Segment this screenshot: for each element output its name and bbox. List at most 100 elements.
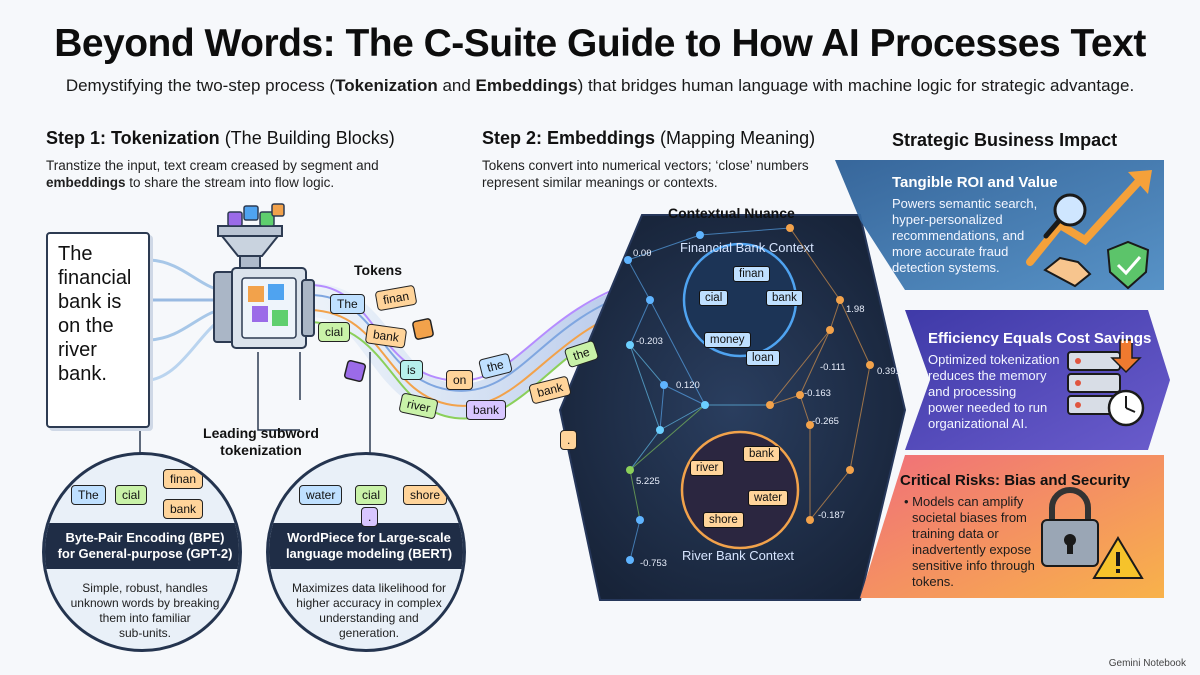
- step1-heading-light: (The Building Blocks): [219, 128, 395, 148]
- step2-desc-line: represent similar meanings or contexts.: [482, 175, 718, 190]
- vector-value: -0.753: [640, 558, 667, 569]
- page-subtitle: Demystifying the two-step process (Token…: [0, 76, 1200, 96]
- risks-title: Critical Risks: Bias and Security: [900, 472, 1131, 489]
- network-edge: [849, 364, 871, 471]
- bpe-description: Simple, robust, handles unknown words by…: [65, 581, 225, 641]
- network-node: [656, 426, 664, 434]
- vector-value: -0.203: [636, 336, 663, 347]
- wordpiece-desc-line: Maximizes data likelihood for: [291, 581, 447, 595]
- token-chip: bank: [466, 400, 507, 420]
- network-node: [624, 256, 632, 264]
- subtitle-text: ) that bridges human language with machi…: [577, 76, 1135, 95]
- handshake-icon: [1043, 256, 1092, 288]
- network-edge: [769, 394, 801, 406]
- bpe-desc-line: them into familiar: [99, 611, 191, 625]
- token-chip: on: [446, 370, 474, 390]
- token-chip: The: [330, 294, 365, 314]
- network-node: [806, 421, 814, 429]
- network-node: [836, 296, 844, 304]
- magnifier-icon: [1043, 193, 1087, 239]
- roi-text-line: more accurate fraud: [892, 244, 1009, 259]
- river-chip: river: [690, 460, 725, 476]
- network-edge: [629, 429, 661, 471]
- wordpiece-description: Maximizes data likelihood for higher acc…: [285, 581, 453, 641]
- network-node: [846, 466, 854, 474]
- network-edge: [799, 329, 831, 396]
- network-node: [636, 516, 644, 524]
- network-node: [826, 326, 834, 334]
- efficiency-text-line: reduces the memory: [928, 368, 1047, 383]
- network-node: [806, 516, 814, 524]
- wordpiece-desc-line: higher accuracy in complex: [296, 596, 442, 610]
- vector-value: 0.120: [676, 380, 700, 391]
- impact-heading: Strategic Business Impact: [892, 130, 1118, 150]
- network-node: [660, 381, 668, 389]
- subtitle-bold-tokenization: Tokenization: [335, 76, 438, 95]
- padlock-icon: [1041, 487, 1099, 567]
- wordpiece-title-band: [269, 523, 463, 569]
- puzzle-piece: [412, 318, 434, 340]
- bpe-chip: cial: [115, 485, 148, 505]
- wordpiece-chip: water: [299, 485, 343, 505]
- network-node: [796, 391, 804, 399]
- subword-tokenization-label: Leading subword tokenization: [196, 425, 326, 459]
- risks-text-line: inadvertently expose: [912, 542, 1032, 557]
- network-edge: [809, 469, 851, 521]
- network-edge: [839, 299, 871, 366]
- subtitle-bold-embeddings: Embeddings: [475, 76, 578, 95]
- vector-value: -0.187: [818, 510, 845, 521]
- network-edge: [789, 227, 841, 301]
- tokens-label: Tokens: [354, 262, 402, 278]
- tokenizer-machine: [213, 267, 315, 349]
- wordpiece-chip: shore: [403, 485, 448, 505]
- network-edge: [627, 234, 701, 261]
- vector-value: -0.163: [804, 388, 831, 399]
- network-edge: [627, 259, 651, 301]
- network-edge: [629, 469, 641, 521]
- network-edge: [699, 227, 791, 236]
- funnel-icon: [217, 225, 283, 271]
- server-icon: [1067, 351, 1121, 415]
- token-chip: cial: [318, 322, 351, 342]
- wordpiece-title-line: WordPiece for Large-scale: [287, 530, 451, 545]
- roi-title: Tangible ROI and Value: [892, 174, 1058, 191]
- wordpiece-circle: WordPiece for Large-scale language model…: [266, 452, 466, 652]
- risks-text-line: tokens.: [912, 574, 954, 589]
- vector-value: 0.391: [877, 366, 901, 377]
- token-chip: .: [560, 430, 578, 450]
- clock-icon: [1107, 339, 1145, 427]
- vector-value: 0.0θ: [633, 248, 652, 259]
- bpe-title-line: Byte-Pair Encoding (BPE): [65, 530, 225, 545]
- river-chip: water: [748, 490, 789, 506]
- vector-value: 1.98: [846, 304, 865, 315]
- step2-heading-light: (Mapping Meaning): [655, 128, 816, 148]
- subtitle-text: and: [437, 76, 476, 95]
- network-edge: [659, 384, 665, 431]
- efficiency-text-line: Optimized tokenization: [928, 352, 1060, 367]
- wordpiece-title-line: language modeling (BERT): [285, 546, 453, 561]
- network-edge: [629, 299, 651, 346]
- risks-text-line: societal biases from: [912, 510, 1027, 525]
- wordpiece-title: WordPiece for Large-scale language model…: [275, 530, 463, 562]
- puzzle-piece: [343, 359, 367, 383]
- step2-heading-bold: Step 2: Embeddings: [482, 128, 656, 148]
- network-edge: [629, 344, 665, 386]
- subword-label-line: tokenization: [220, 442, 302, 458]
- bpe-desc-line: unknown words by breaking: [70, 596, 220, 610]
- risks-text-line: • Models can amplify: [904, 494, 1024, 509]
- wordpiece-desc-line: generation.: [338, 626, 400, 640]
- step1-desc-line: to share the stream into flow logic.: [125, 175, 335, 190]
- contextual-nuance-label: Contextual Nuance: [668, 205, 795, 221]
- efficiency-text: Optimized tokenization reduces the memor…: [928, 352, 1068, 432]
- growth-arrow-icon: [1026, 170, 1152, 266]
- network-node: [766, 401, 774, 409]
- warning-icon: [1092, 536, 1144, 579]
- efficiency-title: Efficiency Equals Cost Savings: [928, 330, 1152, 347]
- network-edge: [649, 299, 706, 406]
- bpe-title-band: [45, 523, 239, 569]
- network-edge: [799, 394, 811, 426]
- efficiency-text-line: power needed to run: [928, 400, 1048, 415]
- financial-chip: money: [704, 332, 751, 348]
- roi-text: Powers semantic search, hyper-personaliz…: [892, 196, 1052, 276]
- network-edge: [629, 519, 641, 561]
